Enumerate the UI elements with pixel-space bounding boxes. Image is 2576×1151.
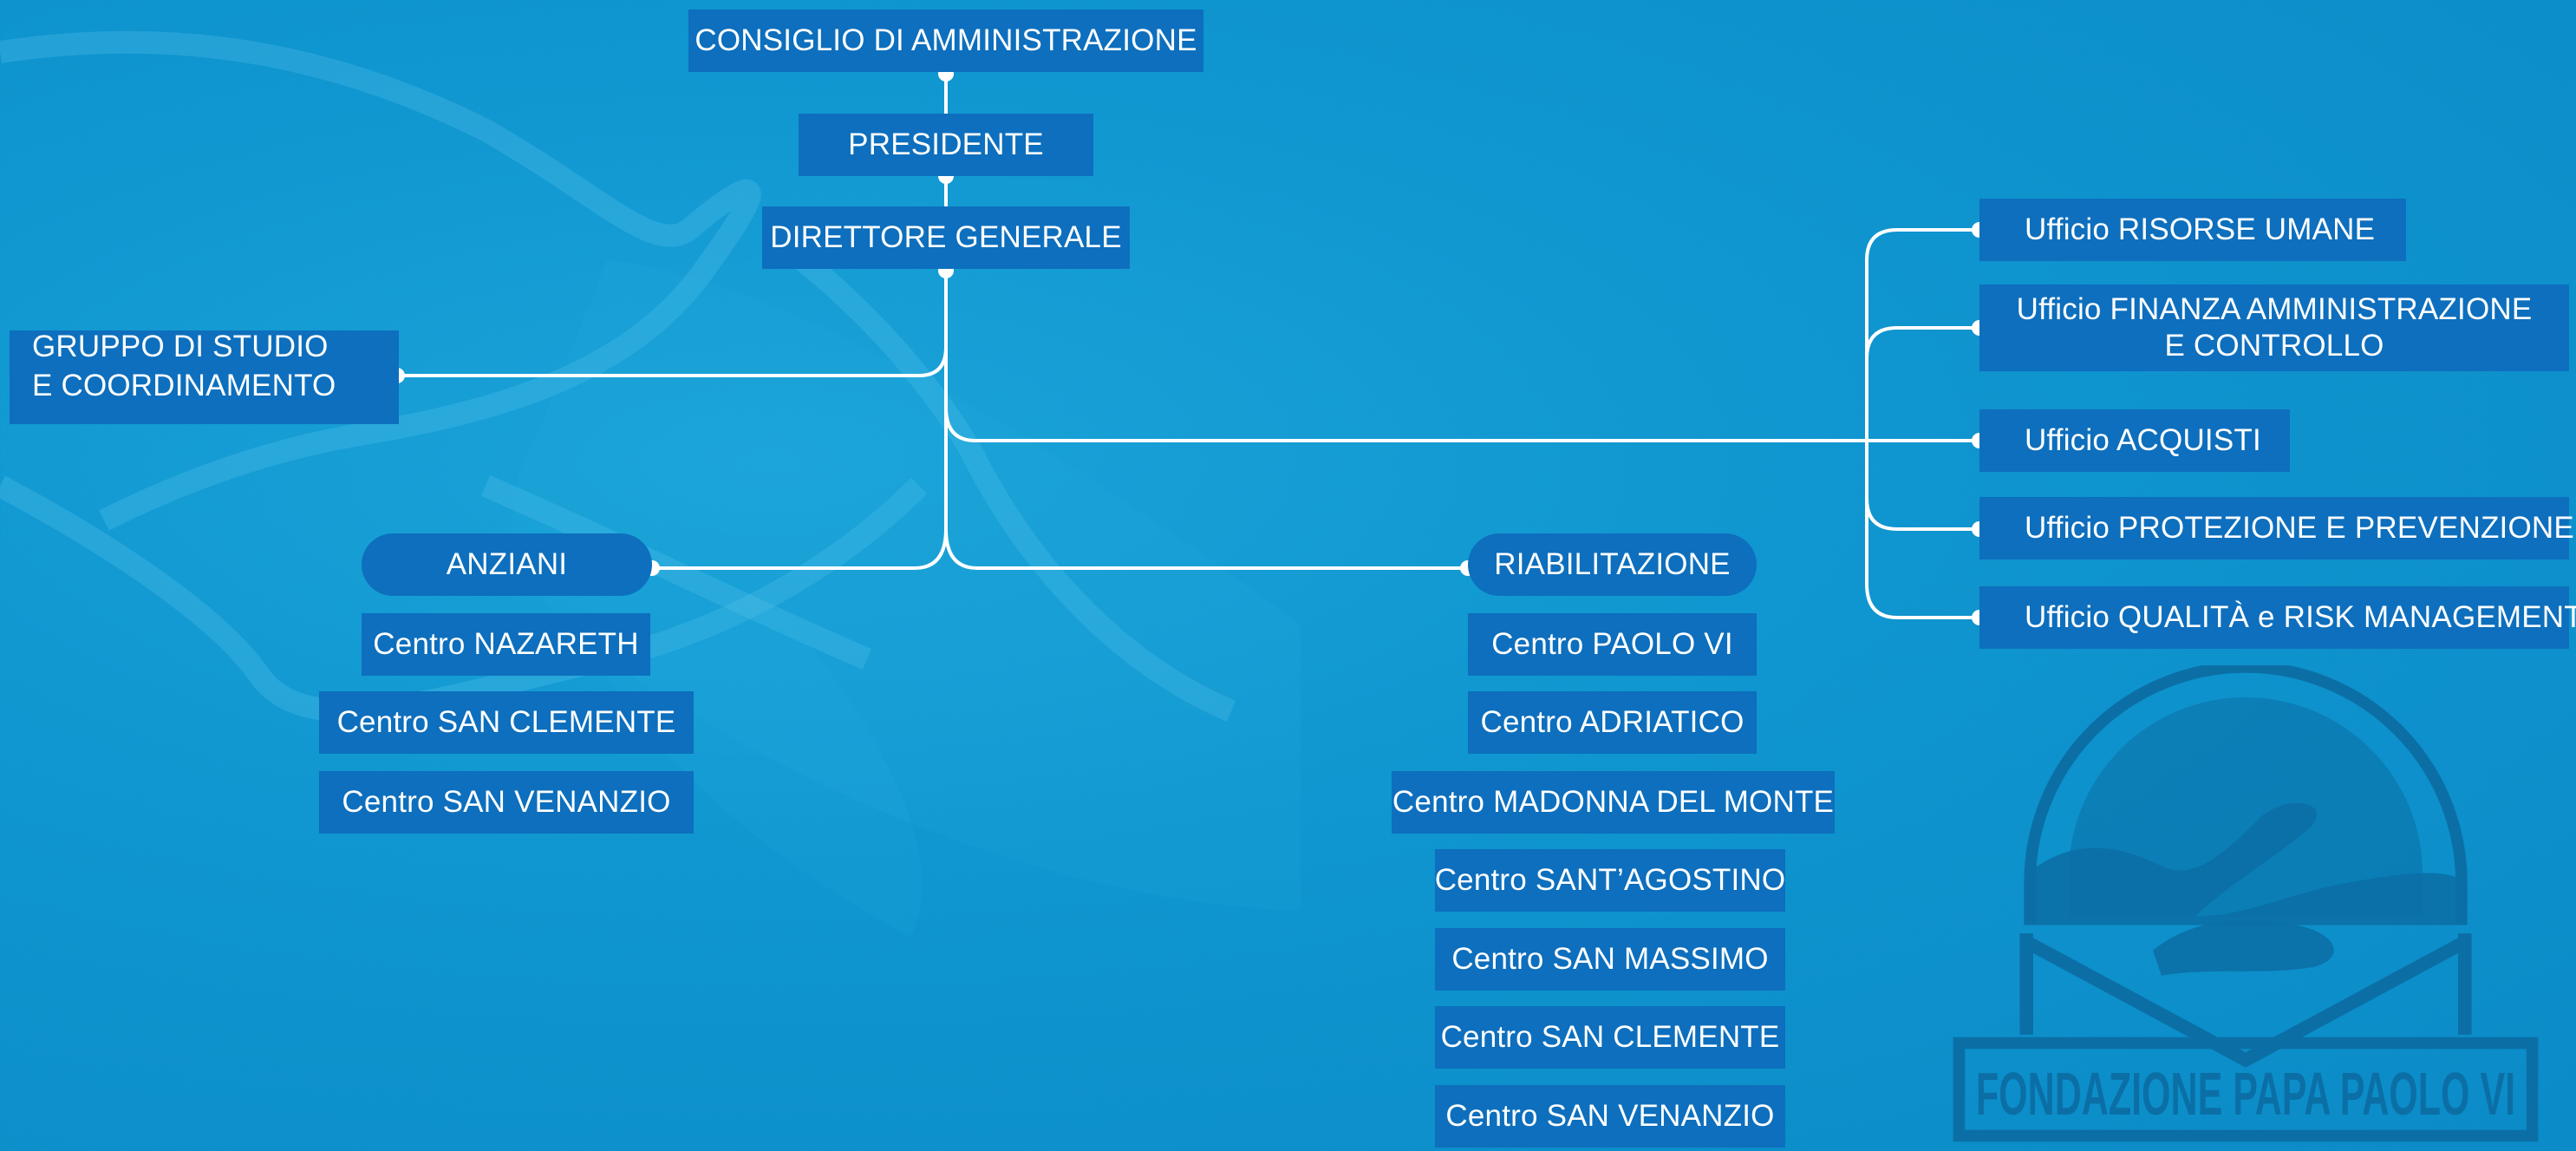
office-quality: Ufficio QUALITÀ e RISK MANAGEMENT: [1979, 586, 2576, 649]
rehab-center-4: Centro SANT’AGOSTINO: [1435, 849, 1785, 912]
study-group-line1: GRUPPO DI STUDIO: [32, 330, 329, 363]
elderly-center-3: Centro SAN VENANZIO: [319, 771, 694, 834]
office-finance-line2: E CONTROLLO: [2164, 329, 2384, 363]
rehab-center-2: Centro ADRIATICO: [1468, 691, 1757, 754]
foundation-logo: FONDAZIONE PAPA PAOLO VI: [1953, 665, 2539, 1142]
rehab-center-5: Centro SAN MASSIMO: [1435, 928, 1785, 991]
rehab-center-6: Centro SAN CLEMENTE: [1435, 1006, 1785, 1069]
rehab-center-1: Centro PAOLO VI: [1468, 613, 1757, 676]
board-node: CONSIGLIO DI AMMINISTRAZIONE: [688, 10, 1203, 72]
office-purchasing: Ufficio ACQUISTI: [1979, 409, 2290, 472]
president-node: PRESIDENTE: [799, 114, 1093, 176]
elderly-center-1: Centro NAZARETH: [362, 613, 650, 676]
elderly-center-2: Centro SAN CLEMENTE: [319, 691, 694, 754]
director-node: DIRETTORE GENERALE: [762, 206, 1130, 269]
office-finance: Ufficio FINANZA AMMINISTRAZIONE E CONTRO…: [1979, 284, 2569, 371]
office-safety: Ufficio PROTEZIONE E PREVENZIONE: [1979, 497, 2574, 559]
study-group-line2: E COORDINAMENTO: [32, 368, 336, 402]
elderly-node: ANZIANI: [362, 533, 652, 596]
logo-text: FONDAZIONE PAPA PAOLO VI: [1976, 1060, 2515, 1128]
rehab-center-3: Centro MADONNA DEL MONTE: [1392, 771, 1835, 834]
rehab-center-7: Centro SAN VENANZIO: [1435, 1085, 1785, 1148]
study-group-node: GRUPPO DI STUDIO E COORDINAMENTO: [10, 330, 399, 424]
rehab-node: RIABILITAZIONE: [1468, 533, 1757, 596]
office-hr: Ufficio RISORSE UMANE: [1979, 199, 2406, 261]
office-finance-line1: Ufficio FINANZA AMMINISTRAZIONE: [2016, 291, 2533, 326]
